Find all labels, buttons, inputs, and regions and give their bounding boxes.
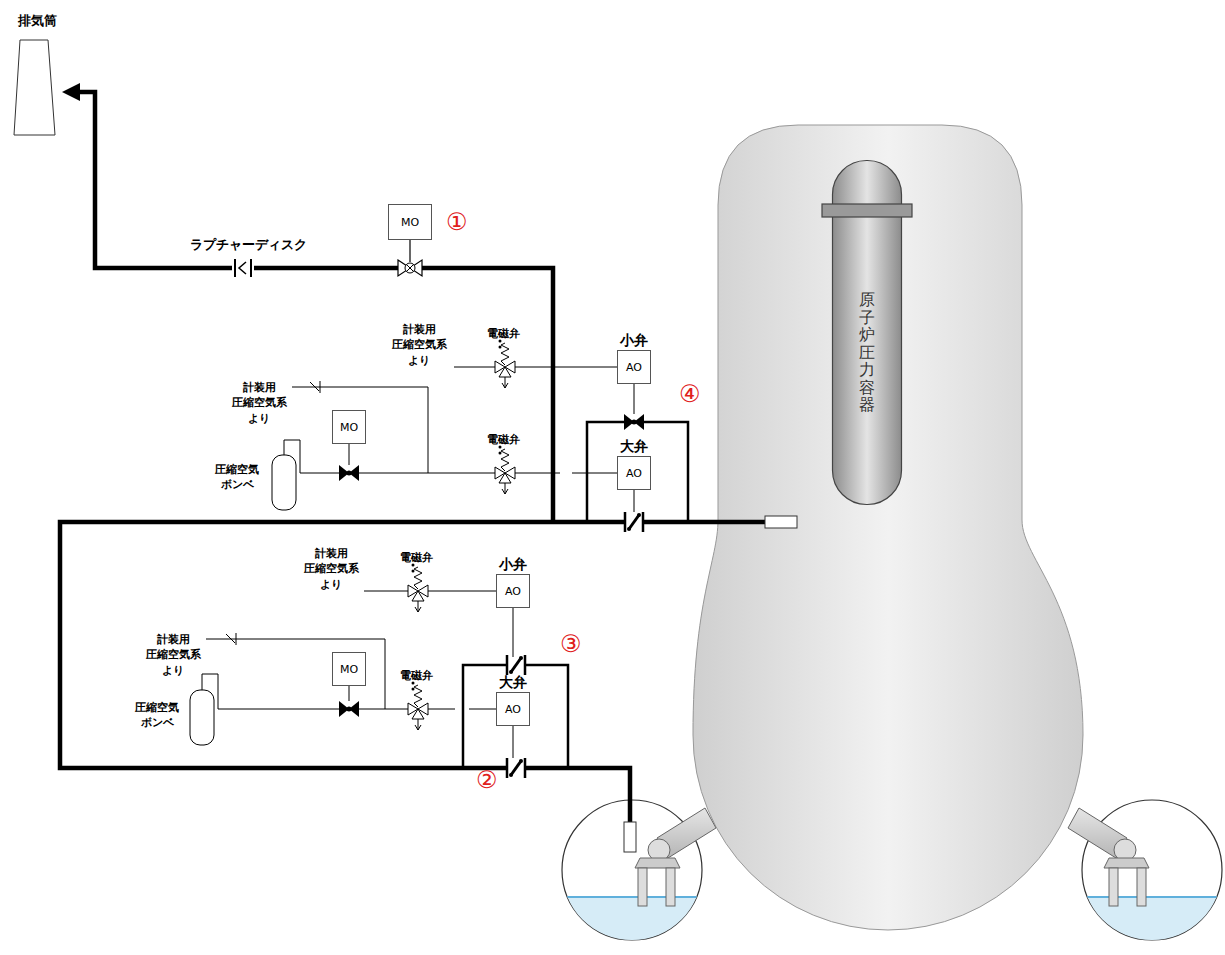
operator-label: MO: [340, 421, 358, 434]
reactor-pressure-vessel: 原子炉圧力容器: [832, 160, 902, 505]
air-supply-label: 計装用 圧縮空気系 より: [226, 380, 292, 426]
valve-size-heading: 大弁: [620, 438, 648, 456]
solenoid-label: 電磁弁: [400, 550, 433, 565]
air-operator-box: 大弁AO: [496, 692, 530, 726]
callout-number: ①: [446, 206, 468, 240]
operator-label: MO: [401, 216, 419, 229]
stack-label: 排気筒: [18, 12, 57, 30]
air-operator-box: 小弁AO: [617, 350, 651, 384]
air-operator-box: 大弁AO: [617, 456, 651, 490]
operator-label: MO: [340, 663, 358, 676]
motor-operator-box: MO: [388, 204, 432, 240]
operator-label: AO: [505, 703, 521, 716]
callout-number: ③: [560, 628, 582, 662]
air-supply-label: 計装用 圧縮空気系 より: [140, 632, 206, 678]
motor-operator-box: MO: [332, 652, 366, 686]
operator-label: AO: [626, 361, 642, 374]
callout-number: ②: [476, 764, 498, 798]
motor-operator-box: MO: [332, 410, 366, 444]
solenoid-label: 電磁弁: [487, 432, 520, 447]
valve-size-heading: 小弁: [620, 332, 648, 350]
valve-size-heading: 大弁: [499, 674, 527, 692]
air-bottle-label: 圧縮空気 ボンベ: [128, 700, 186, 731]
operator-label: AO: [505, 585, 521, 598]
air-supply-label: 計装用 圧縮空気系 より: [298, 546, 364, 592]
air-supply-label: 計装用 圧縮空気系 より: [386, 322, 452, 368]
rupture-disk-label: ラプチャーディスク: [190, 236, 307, 254]
solenoid-label: 電磁弁: [400, 668, 433, 683]
air-operator-box: 小弁AO: [496, 574, 530, 608]
vessel-label: 原子炉圧力容器: [859, 291, 875, 414]
air-bottle-label: 圧縮空気 ボンベ: [208, 462, 266, 493]
valve-size-heading: 小弁: [499, 556, 527, 574]
solenoid-label: 電磁弁: [487, 326, 520, 341]
operator-label: AO: [626, 467, 642, 480]
callout-number: ④: [679, 378, 701, 412]
